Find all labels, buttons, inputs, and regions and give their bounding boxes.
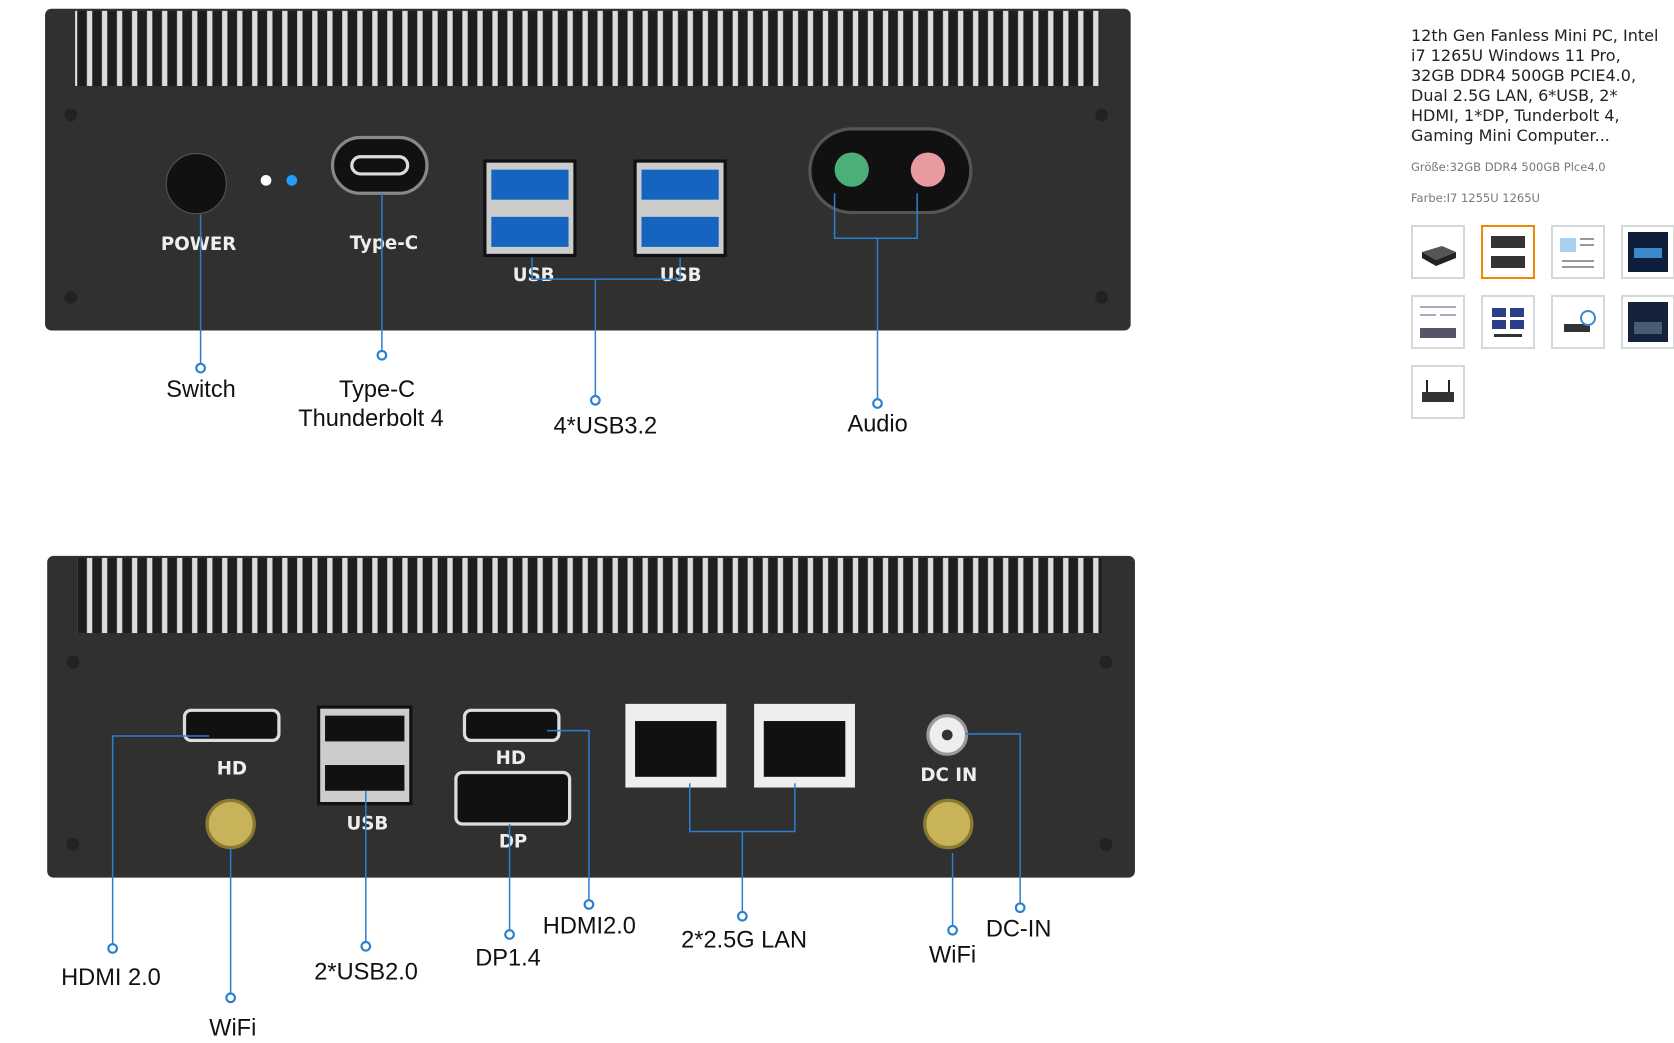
product-image: POWER Type-C USB USB Switch Type-C Thund…	[45, 8, 1135, 1041]
product-title: 12th Gen Fanless Mini PC, Intel i7 1265U…	[1411, 26, 1659, 145]
callout-thunderbolt: Thunderbolt 4	[298, 406, 444, 432]
callout-dcin: DC-IN	[986, 917, 1052, 943]
usb-port-label-back: USB	[346, 813, 388, 834]
thumbnail-mini-pc-angle[interactable]	[1411, 225, 1465, 279]
dcin-port-label: DC IN	[920, 765, 977, 786]
thumbnail-gaming-scene[interactable]	[1621, 225, 1674, 279]
front-callouts: Switch Type-C Thunderbolt 4 4*USB3.2 Aud…	[166, 193, 918, 440]
usb-port-label-1: USB	[513, 265, 555, 286]
back-panel: HD USB HD DP DC IN	[47, 555, 1135, 878]
callout-lan: 2*2.5G LAN	[681, 927, 807, 953]
thumbnail-specs-sheet[interactable]	[1551, 225, 1605, 279]
typec-port-label: Type-C	[350, 233, 418, 254]
callout-switch: Switch	[166, 377, 236, 403]
thumbnail-mini-pc-antennas[interactable]	[1411, 365, 1465, 419]
callout-wifi-right: WiFi	[929, 942, 976, 968]
callout-typec: Type-C	[339, 377, 415, 403]
callout-dp14: DP1.4	[475, 946, 541, 972]
back-callouts: HDMI 2.0 WiFi 2*USB2.0 DP1.4 HDMI2.0 2*2…	[61, 729, 1052, 1041]
size-attribute: Größe:32GB DDR4 500GB Plce4.0	[1411, 160, 1606, 174]
callout-audio: Audio	[847, 411, 907, 437]
thumbnail-features-sheet[interactable]	[1411, 295, 1465, 349]
power-label: POWER	[161, 234, 236, 255]
callout-usb20: 2*USB2.0	[314, 960, 418, 986]
thumbnail-grid	[1411, 225, 1674, 419]
thumbnail-multi-display[interactable]	[1481, 295, 1535, 349]
hd-port-label-1: HD	[217, 759, 247, 780]
color-attribute: Farbe:I7 1255U 1265U	[1411, 191, 1540, 205]
callout-usb32: 4*USB3.2	[554, 414, 658, 440]
dp-port-label: DP	[499, 832, 527, 853]
thumbnail-ports-front-back[interactable]	[1481, 225, 1535, 279]
thumbnail-wifi-sheet[interactable]	[1551, 295, 1605, 349]
callout-hdmi20: HDMI 2.0	[61, 965, 161, 991]
callout-hdmi2: HDMI2.0	[543, 913, 636, 939]
thumbnail-heatsink-view[interactable]	[1621, 295, 1674, 349]
callout-wifi-left: WiFi	[209, 1015, 256, 1041]
hd-port-label-2: HD	[496, 748, 526, 769]
front-panel: POWER Type-C USB USB	[45, 8, 1131, 331]
product-info-panel: 12th Gen Fanless Mini PC, Intel i7 1265U…	[1411, 26, 1674, 419]
